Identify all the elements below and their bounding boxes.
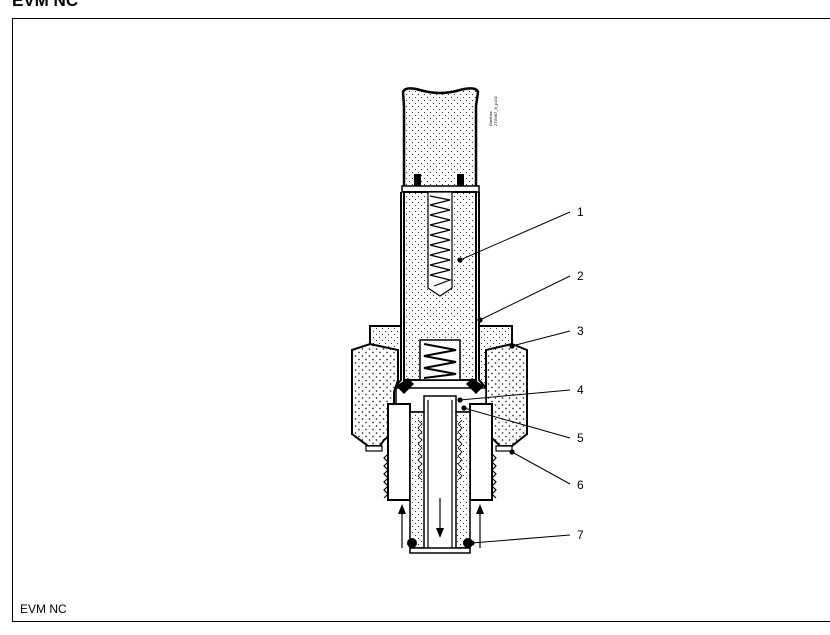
callout-number-2: 2 [577,269,584,283]
insert-thread-left [417,419,423,481]
callout-leader-5 [461,405,571,439]
insert-thread-right [457,419,463,481]
callout-number-5: 5 [577,431,584,445]
flow-arrow-in-left [398,504,406,548]
armature-tube-top [401,87,480,190]
callout-number-7: 7 [577,528,584,542]
callout-number-6: 6 [577,478,584,492]
flange-tab-left [365,445,383,452]
tube-shoulder-right [457,174,464,186]
stamp-line-1: Danfoss [488,111,493,126]
callout-leader-2 [477,275,571,323]
inlet-tube [387,403,493,501]
o-ring-right [463,538,473,548]
drawing-stamp: Danfoss 27G987_8_p102 [488,95,498,126]
callout-number-4: 4 [577,383,584,397]
callout-number-1: 1 [577,205,584,219]
seat-right-piece [466,378,484,394]
figure-caption: EVM NC [20,602,67,616]
insert-bottom [409,547,471,554]
seat-left-piece [396,378,414,394]
thread-right [491,453,497,499]
page-title: EVM NC [12,0,79,10]
callout-leader-4 [457,389,571,403]
upper-spring-pocket [427,191,453,297]
flow-arrow-in-right [476,504,484,548]
callout-leader-7 [469,534,571,546]
flange-tab-right [495,445,513,452]
callout-leader-1 [457,211,571,263]
stamp-line-2: 27G987_8_p102 [493,95,498,126]
callout-number-3: 3 [577,324,584,338]
flow-arrow-out [436,498,444,538]
o-ring-left [407,538,417,548]
callout-leader-6 [509,449,571,485]
lower-spring [423,343,457,379]
upper-spring [429,195,453,287]
thread-left [383,453,389,499]
drawing-frame [12,18,830,622]
tube-shoulder-left [414,174,421,186]
callout-leader-3 [509,330,571,349]
